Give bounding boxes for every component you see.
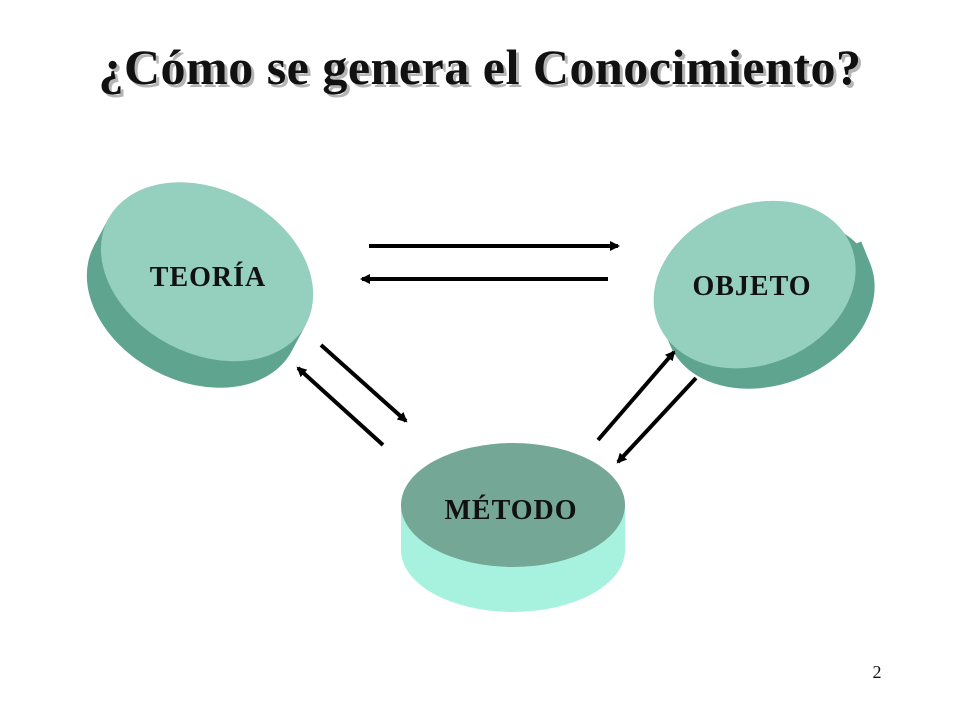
node-label-metodo: MÉTODO	[444, 495, 577, 526]
metodo-disc-top	[401, 443, 625, 567]
node-objeto	[653, 200, 875, 389]
arrow-teoria-to-metodo	[319, 343, 408, 423]
arrow-objeto-to-metodo	[616, 376, 698, 464]
node-label-teoria: TEORÍA	[150, 262, 266, 293]
node-teoria	[86, 182, 314, 388]
teoria-disc-top	[100, 182, 314, 362]
node-metodo	[401, 443, 625, 612]
arrow-metodo-to-teoria	[296, 366, 385, 447]
node-label-objeto: OBJETO	[692, 271, 811, 302]
slide-number: 2	[872, 662, 882, 682]
slide-title: ¿Cómo se genera el Conocimiento?	[98, 39, 862, 95]
arrow-metodo-to-objeto	[596, 350, 676, 442]
objeto-disc-top	[653, 200, 856, 369]
